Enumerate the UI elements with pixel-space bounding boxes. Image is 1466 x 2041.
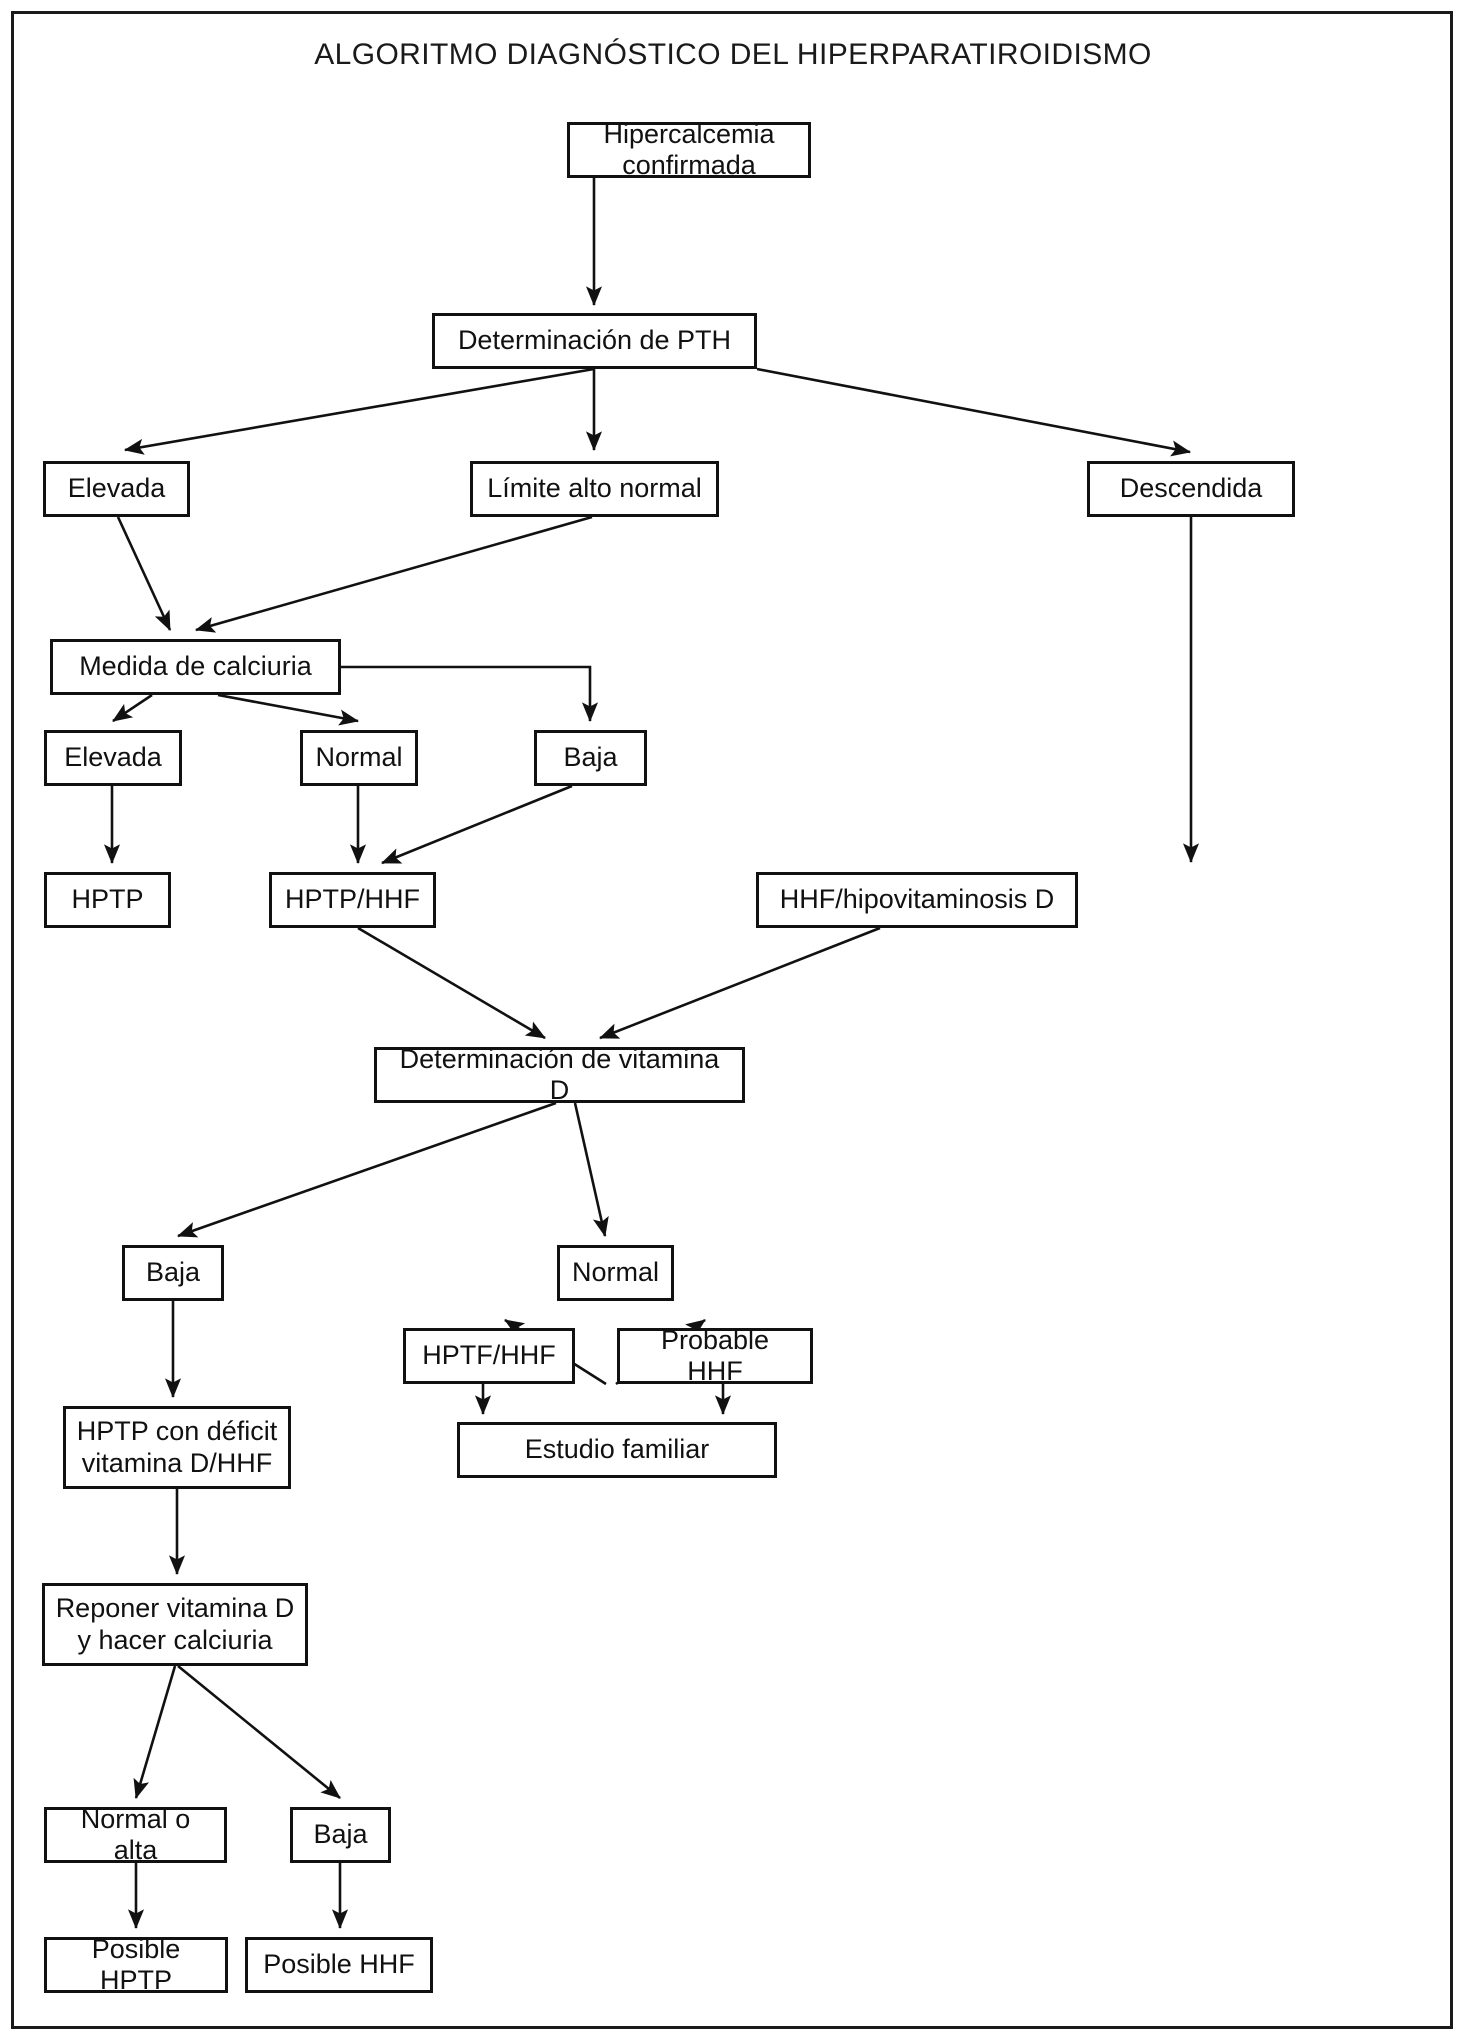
node-n19: HPTP con déficit vitamina D/HHF	[63, 1406, 291, 1489]
edge-calciuria-to-baja	[341, 665, 599, 723]
node-label: Reponer vitamina D y hacer calciuria	[55, 1593, 295, 1655]
node-label: Normal	[571, 1257, 659, 1288]
node-label: HPTP/HHF	[285, 884, 420, 915]
edge-vitamina-d-to-baja	[177, 1101, 557, 1238]
node-label: Normal	[315, 742, 403, 773]
node-n18: Estudio familiar	[457, 1422, 777, 1478]
edge-pth-to-elevada	[123, 367, 595, 455]
node-n3: Elevada	[43, 461, 190, 517]
node-label: Elevada	[64, 742, 162, 773]
node-label: Determinación de vitamina D	[399, 1043, 720, 1105]
node-n14: Baja	[122, 1245, 224, 1301]
node-label: Hipercalcemia confirmada	[603, 118, 775, 180]
node-label: Posible HPTP	[91, 1933, 181, 1995]
node-label: Baja	[563, 742, 618, 773]
node-n11: HPTP/HHF	[269, 872, 436, 928]
node-n13: Determinación de vitamina D	[374, 1044, 745, 1105]
node-n1: Hipercalcemia confirmada	[567, 119, 811, 180]
node-label: Baja	[145, 1257, 201, 1288]
edge-reponer-to-baja	[177, 1664, 341, 1800]
edge-calciuria-to-elevada	[112, 693, 153, 723]
edge-hptp-hhf-to-vitamina-d	[357, 926, 546, 1040]
edge-calciuria-to-normal	[217, 693, 360, 726]
page-title: ALGORITMO DIAGNÓSTICO DEL HIPERPARATIROI…	[314, 38, 1152, 71]
node-label: HPTF/HHF	[422, 1340, 556, 1371]
node-label: HPTP con déficit vitamina D/HHF	[76, 1416, 278, 1478]
node-n4: Límite alto normal	[470, 461, 719, 517]
edge-limite-to-calciuria	[194, 515, 593, 633]
node-label: HPTP	[71, 884, 144, 915]
node-n10: HPTP	[44, 872, 171, 928]
node-n6: Medida de calciuria	[50, 639, 341, 695]
edge-hhf-hipovit-to-vitamina-d	[599, 926, 881, 1040]
node-n17: Probable HHF	[617, 1325, 813, 1386]
edge-baja-to-hptp-hhf	[381, 784, 573, 865]
node-n23: Posible HPTP	[44, 1934, 228, 1995]
node-label: Límite alto normal	[487, 473, 702, 504]
node-label: Baja	[313, 1819, 368, 1850]
node-label: Elevada	[67, 473, 166, 504]
node-n24: Posible HHF	[245, 1937, 433, 1993]
edge-pth-to-descendida	[756, 367, 1192, 457]
node-n21: Normal o alta	[44, 1804, 227, 1865]
node-n16: HPTF/HHF	[403, 1328, 575, 1384]
node-label: Descendida	[1119, 473, 1263, 504]
node-label: HHF/hipovitaminosis D	[779, 884, 1055, 915]
node-label: Probable HHF	[660, 1324, 770, 1386]
node-n22: Baja	[290, 1807, 391, 1863]
node-label: Estudio familiar	[524, 1434, 710, 1465]
node-n15: Normal	[557, 1245, 674, 1301]
edge-vitamina-d-to-normal	[573, 1102, 609, 1238]
node-label: Medida de calciuria	[79, 651, 312, 682]
node-label: Posible HHF	[263, 1949, 415, 1980]
node-n5: Descendida	[1087, 461, 1295, 517]
node-label: Normal o alta	[80, 1803, 191, 1865]
node-n2: Determinación de PTH	[432, 313, 757, 369]
node-n9: Baja	[534, 730, 647, 786]
edge-reponer-to-normal-o-alta	[133, 1665, 177, 1799]
node-n20: Reponer vitamina D y hacer calciuria	[42, 1583, 308, 1666]
edge-elevada-to-calciuria	[116, 516, 172, 631]
node-n8: Normal	[300, 730, 418, 786]
node-n12: HHF/hipovitaminosis D	[756, 872, 1078, 928]
node-n7: Elevada	[44, 730, 182, 786]
node-label: Determinación de PTH	[457, 325, 732, 356]
